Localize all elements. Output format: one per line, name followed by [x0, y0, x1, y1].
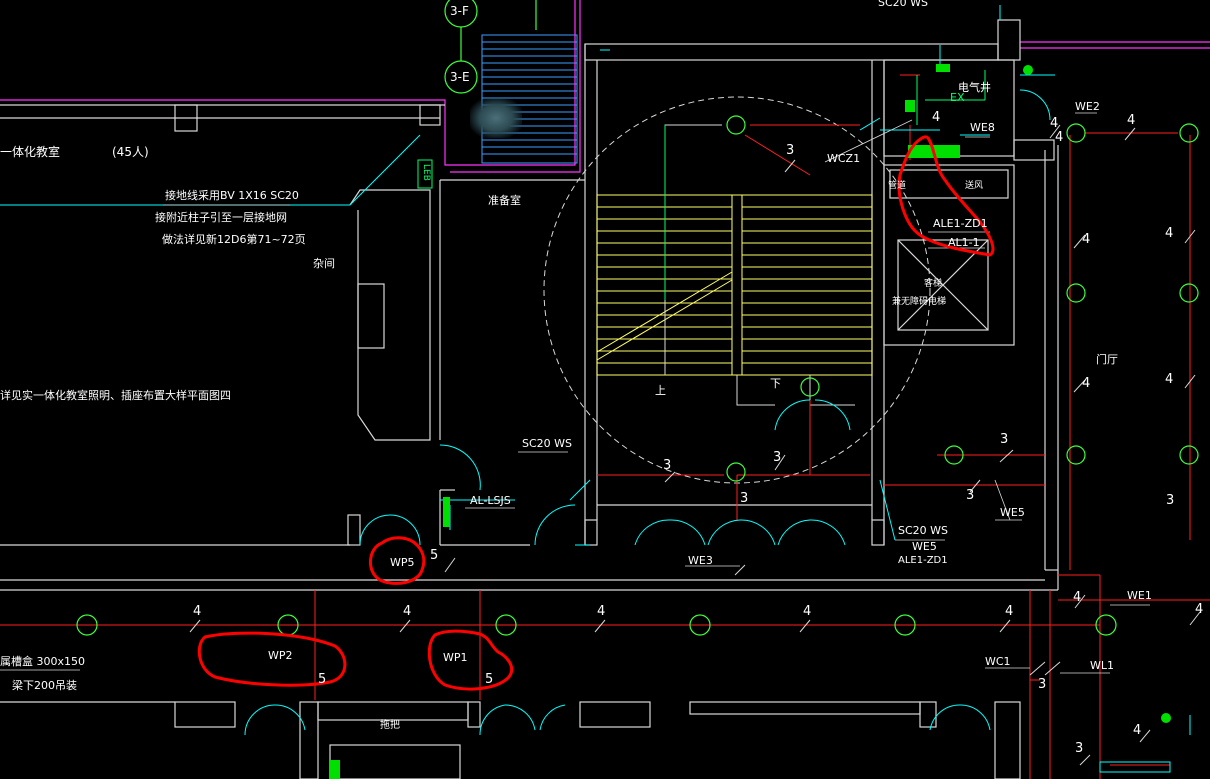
door-swings [244, 89, 1191, 736]
we5-far-label: WE5 [1000, 506, 1025, 519]
wire-count: 4 [1165, 372, 1174, 387]
stair-down-label: 下 [770, 377, 781, 390]
wc1-label: WC1 [985, 655, 1011, 668]
wire-count: 3 [773, 450, 782, 465]
send-air-label: 送风 [965, 181, 984, 191]
blurred-region [470, 98, 522, 138]
al-lsjs-label: AL-LSJS [470, 494, 511, 507]
toilet-label: 拖把 [380, 720, 400, 731]
wire-count: 4 [403, 604, 412, 619]
sc20-ws-mid: SC20 WS [522, 437, 573, 450]
red-wiring [0, 74, 1210, 779]
wire-count: 4 [1050, 116, 1059, 131]
ground-note-1: 接地线采用BV 1X16 SC20 [165, 189, 299, 202]
wire-count: 4 [597, 604, 606, 619]
we8-label: WE8 [970, 121, 995, 134]
wire-count: 4 [1195, 602, 1204, 617]
we1-label: WE1 [1127, 589, 1152, 602]
grid-bubbles [444, 0, 537, 94]
sc20-ws-top: SC20 WS [878, 0, 929, 9]
hall-label: 门厅 [1096, 353, 1118, 366]
grid-bubble-3f: 3-F [450, 4, 469, 18]
ale1-zd1-label: ALE1-ZD1 [933, 217, 988, 230]
wire-count: 4 [193, 604, 202, 619]
wire-count: 3 [786, 143, 795, 158]
elevator-label-1: 客梯 [924, 279, 943, 289]
ale1-zd1-bottom-label: ALE1-ZD1 [898, 555, 948, 566]
tray-label-1: 属槽盒 300x150 [0, 655, 85, 668]
tray-label-2: 梁下200吊装 [12, 679, 77, 692]
wcz1-label: WCZ1 [827, 152, 861, 165]
wire-count: 3 [1000, 432, 1009, 447]
main-stair [596, 194, 873, 376]
wire-count: 3 [1166, 493, 1175, 508]
wire-count: 3 [663, 458, 672, 473]
wire-count: 4 [1082, 232, 1091, 247]
electric-shaft-label: 电气井 [958, 81, 991, 94]
wp5-label: WP5 [390, 556, 415, 569]
wire-count: 3 [740, 491, 749, 506]
wire-count: 4 [1005, 604, 1014, 619]
wire-count: 4 [1133, 723, 1142, 738]
wire-count: 4 [932, 110, 941, 125]
ex-label: EX [950, 91, 965, 104]
light-fixtures [76, 115, 1199, 636]
we2-label: WE2 [1075, 100, 1100, 113]
we5-right-label: WE5 [912, 540, 937, 553]
storage-label: 杂间 [313, 257, 335, 270]
markup-annotations [197, 135, 995, 691]
walls [0, 19, 1059, 779]
wire-count: 4 [1165, 226, 1174, 241]
wire-count: 3 [966, 488, 975, 503]
elevator-label-2: 兼无障碍电梯 [892, 297, 947, 307]
wire-count: 5 [430, 548, 439, 563]
prep-room-label: 准备室 [488, 194, 521, 207]
wp2-label: WP2 [268, 649, 293, 662]
wire-count: 4 [1127, 113, 1136, 128]
ground-note-3: 做法详见新12D6第71~72页 [162, 233, 306, 246]
left-note: 详见实一体化教室照明、插座布置大样平面图四 [0, 389, 231, 402]
grid-bubble-3e: 3-E [450, 70, 470, 84]
we3-label: WE3 [688, 554, 713, 567]
wire-count: 4 [1055, 130, 1064, 145]
sc20-ws-right: SC20 WS [898, 524, 949, 537]
wire-count: 5 [318, 672, 327, 687]
ground-note-2: 接附近柱子引至一层接地网 [155, 211, 287, 224]
stair-up-label: 上 [655, 384, 666, 397]
classroom-label: 一体化教室 [0, 145, 61, 159]
pipe-label: 管道 [888, 181, 907, 191]
wire-count: 3 [1038, 677, 1047, 692]
leb-label: LEB [421, 164, 431, 181]
wire-count: 4 [1082, 376, 1091, 391]
capacity-label: (45人) [112, 145, 149, 159]
wire-count: 3 [1075, 741, 1084, 756]
wp1-label: WP1 [443, 651, 468, 664]
wire-count: 4 [1073, 590, 1082, 605]
wire-count: 4 [803, 604, 812, 619]
al1-1-label: AL1-1 [948, 236, 980, 249]
wire-count: 5 [485, 672, 494, 687]
wl1-label: WL1 [1090, 659, 1115, 672]
